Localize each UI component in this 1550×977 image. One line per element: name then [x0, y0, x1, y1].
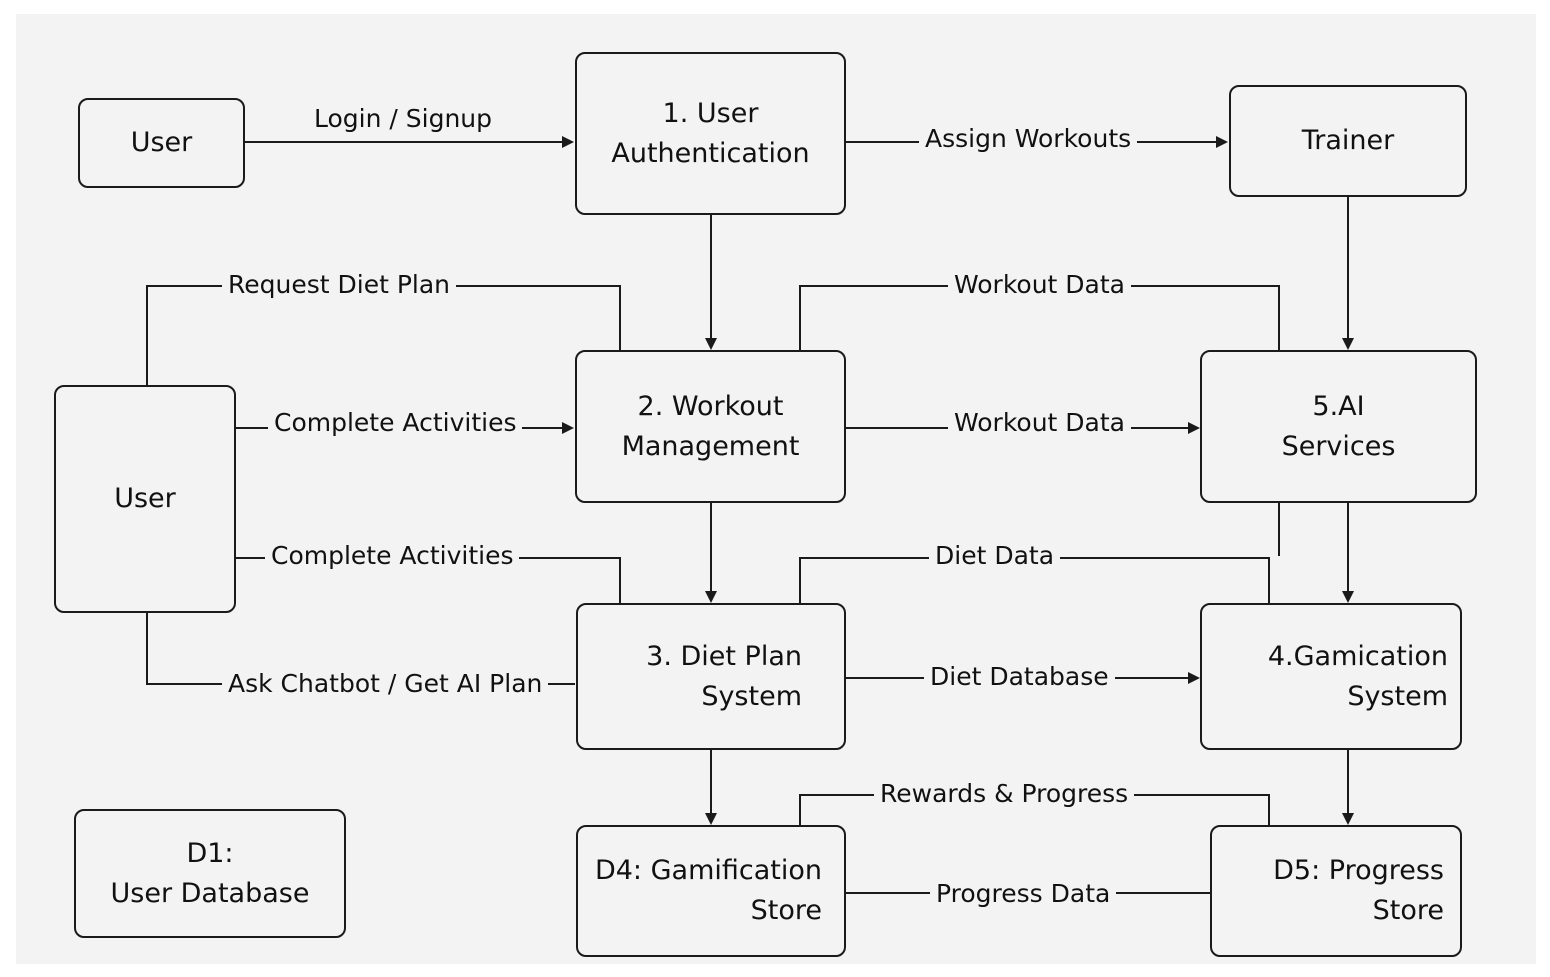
- label-assign-workouts: Assign Workouts: [919, 124, 1138, 154]
- node-user-top: User: [78, 98, 245, 188]
- label-complete-activities-1: Complete Activities: [268, 408, 523, 438]
- node-auth-line-1: 1. User: [662, 97, 759, 129]
- label-login-signup: Login / Signup: [308, 104, 499, 134]
- label-workout-data-mid: Workout Data: [948, 408, 1131, 438]
- node-trainer: Trainer: [1229, 85, 1467, 197]
- node-ai-line-1: 5.AI: [1312, 390, 1365, 422]
- node-user-top-line-1: User: [130, 127, 193, 158]
- store-d4-line-2: Store: [750, 895, 822, 926]
- node-user-left-line-1: User: [114, 483, 176, 514]
- node-workout-management: 2. Workout Management: [575, 350, 846, 503]
- node-diet-line-1: 3. Diet Plan: [646, 640, 802, 672]
- label-rewards-progress: Rewards & Progress: [874, 779, 1135, 809]
- label-progress-data: Progress Data: [930, 879, 1117, 909]
- label-request-diet-plan: Request Diet Plan: [222, 270, 457, 300]
- store-d4-gamification: D4: Gamification Store: [576, 825, 846, 957]
- flow-request-diet-line: [146, 285, 621, 385]
- store-d5-line-2: Store: [1372, 895, 1444, 926]
- node-workout-line-1: 2. Workout: [637, 390, 784, 422]
- label-workout-data-top: Workout Data: [948, 270, 1131, 300]
- node-diet-line-2: System: [701, 680, 802, 712]
- label-ask-chatbot: Ask Chatbot / Get AI Plan: [222, 669, 549, 699]
- store-d5-progress: D5: Progress Store: [1210, 825, 1462, 957]
- node-gam-line-1: 4.Gamication: [1267, 640, 1448, 672]
- store-d5-line-1: D5: Progress: [1273, 855, 1444, 886]
- store-d1-line-2: User Database: [110, 877, 310, 909]
- label-complete-activities-2: Complete Activities: [265, 541, 520, 571]
- node-gam-line-2: System: [1347, 680, 1448, 712]
- store-d4-line-1: D4: Gamification: [594, 855, 822, 886]
- label-diet-data: Diet Data: [929, 541, 1061, 571]
- node-auth-line-2: Authentication: [611, 137, 810, 169]
- store-d1-user-database: D1: User Database: [74, 809, 346, 938]
- node-ai-line-2: Services: [1281, 430, 1396, 462]
- node-ai-services: 5.AI Services: [1200, 350, 1477, 503]
- node-workout-line-2: Management: [621, 430, 800, 462]
- node-user-authentication: 1. User Authentication: [575, 52, 846, 215]
- node-trainer-line-1: Trainer: [1301, 125, 1395, 156]
- node-user-left: User: [54, 385, 236, 613]
- store-d1-line-1: D1:: [186, 837, 234, 869]
- node-diet-plan-system: 3. Diet Plan System: [576, 603, 846, 750]
- label-diet-database: Diet Database: [924, 662, 1115, 692]
- node-gamication-system: 4.Gamication System: [1200, 603, 1462, 750]
